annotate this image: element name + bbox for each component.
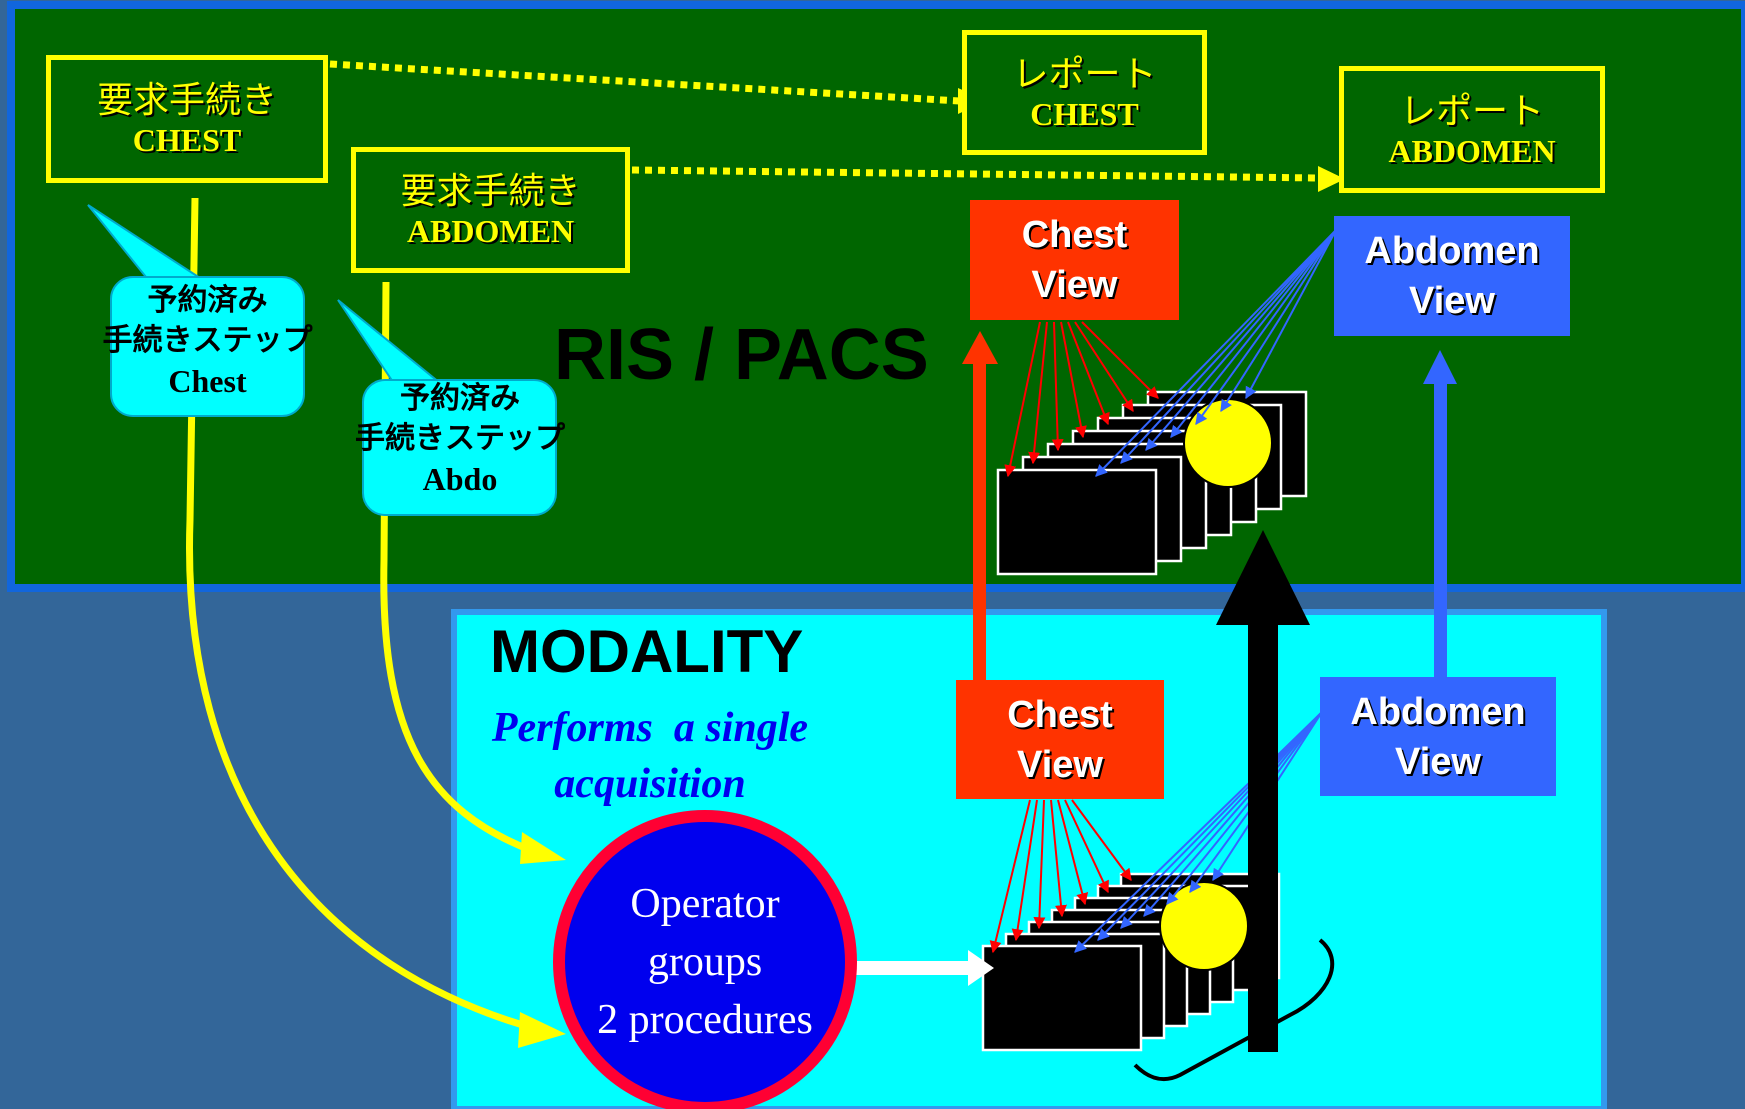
image-link	[1120, 711, 1323, 929]
image-link	[1145, 229, 1337, 451]
modality-abdomen-view-line1: Abdomen	[1350, 690, 1526, 733]
modality-abdomen-view-line2: View	[1395, 740, 1481, 783]
modality-chest-view-line1: Chest	[1007, 693, 1113, 736]
image-link	[1220, 229, 1337, 413]
report-chest-box: レポート CHEST	[962, 30, 1207, 155]
request-chest-en: CHEST	[132, 122, 242, 158]
scheduled-step-paths	[186, 197, 541, 1034]
pacs-abdomen-view-line2: View	[1409, 280, 1495, 322]
pacs-abdomen-view-line1: Abdomen	[1364, 230, 1540, 272]
image-frame	[981, 944, 1143, 1052]
report-chest-jp: レポート	[1012, 53, 1157, 95]
operator-circle	[553, 810, 857, 1109]
pacs-chest-view-line1: Chest	[1021, 214, 1128, 256]
callout-chest-text: 予約済み 手続きステップ Chest	[80, 281, 335, 401]
chest-image-links-pacs	[1004, 321, 1159, 478]
modality-abdomen-view: Abdomen View	[1320, 677, 1556, 796]
pacs-chest-view-line2: View	[1031, 264, 1118, 306]
image-link	[1057, 799, 1089, 906]
abdomen-up-arrow	[1423, 350, 1457, 680]
callout-chest	[110, 276, 305, 417]
image-link	[1033, 799, 1046, 930]
operator-line1: Operator	[630, 881, 780, 927]
chest-image-links-modality	[989, 799, 1132, 954]
ris-pacs-title: RIS / PACS	[554, 315, 929, 395]
callout-chest-line2: 手続きステップ	[102, 323, 313, 358]
upload-arrow	[1216, 530, 1310, 1052]
modality-subtitle-line1: Performs a single	[491, 705, 809, 751]
image-link	[1067, 321, 1110, 426]
modality-title: MODALITY	[490, 618, 804, 685]
image-link	[1081, 321, 1159, 399]
request-abdomen-box: 要求手続き ABDOMEN	[351, 147, 630, 273]
image-link	[1050, 799, 1067, 918]
report-abdomen-box: レポート ABDOMEN	[1339, 66, 1605, 193]
image-link	[1060, 321, 1087, 439]
operator-line2: groups	[647, 939, 763, 985]
report-chest-en: CHEST	[1030, 95, 1139, 132]
image-link	[1195, 229, 1337, 425]
image-link	[1097, 711, 1323, 941]
image-link	[1143, 711, 1323, 917]
image-link	[1064, 799, 1109, 894]
callout-chest-line1: 予約済み	[147, 283, 268, 318]
modality-cable	[1133, 938, 1335, 1082]
report-abdomen-jp: レポート	[1399, 90, 1544, 132]
image-link	[1166, 711, 1323, 905]
callout-abdo-line2: 手続きステップ	[355, 421, 565, 456]
callout-abdo-line3: Abdo	[422, 461, 498, 497]
modality-subtitle-line2: acquisition	[554, 761, 746, 807]
operator-line3: 2 procedures	[597, 997, 813, 1043]
image-link	[1028, 321, 1048, 465]
image-frame	[996, 468, 1158, 576]
request-abdomen-jp: 要求手続き	[400, 171, 581, 212]
pacs-chest-view: Chest View	[970, 200, 1179, 320]
image-link	[1074, 711, 1323, 953]
request-chest-box: 要求手続き CHEST	[46, 55, 328, 183]
image-link	[1071, 799, 1132, 881]
request-abdomen-en: ABDOMEN	[406, 213, 575, 249]
pacs-abdomen-view: Abdomen View	[1334, 216, 1570, 336]
image-link	[1051, 321, 1064, 452]
image-link	[1095, 229, 1337, 477]
chest-up-arrow	[962, 331, 998, 680]
image-link	[1011, 799, 1038, 942]
image-link	[1170, 229, 1337, 438]
modality-chest-view-line2: View	[1017, 743, 1103, 786]
image-link	[1120, 229, 1337, 464]
image-link	[1074, 321, 1134, 413]
image-link	[1245, 229, 1337, 400]
operator-output-arrow	[850, 950, 994, 986]
callout-chest-line3: Chest	[168, 363, 247, 399]
image-disc	[1183, 398, 1273, 488]
request-chest-jp: 要求手続き	[96, 80, 277, 121]
operator-text: Operator groups 2 procedures	[565, 875, 845, 1049]
abdomen-image-links-pacs	[1095, 229, 1337, 477]
modality-chest-view: Chest View	[956, 680, 1164, 799]
report-abdomen-en: ABDOMEN	[1388, 132, 1556, 169]
callout-abdo-text: 予約済み 手続きステップ Abdo	[330, 379, 590, 499]
image-link	[989, 799, 1031, 954]
image-link	[1004, 321, 1041, 478]
callout-abdo	[362, 379, 557, 516]
modality-subtitle: Performs a single acquisition	[455, 700, 845, 812]
callout-abdo-line1: 予約済み	[400, 381, 520, 416]
